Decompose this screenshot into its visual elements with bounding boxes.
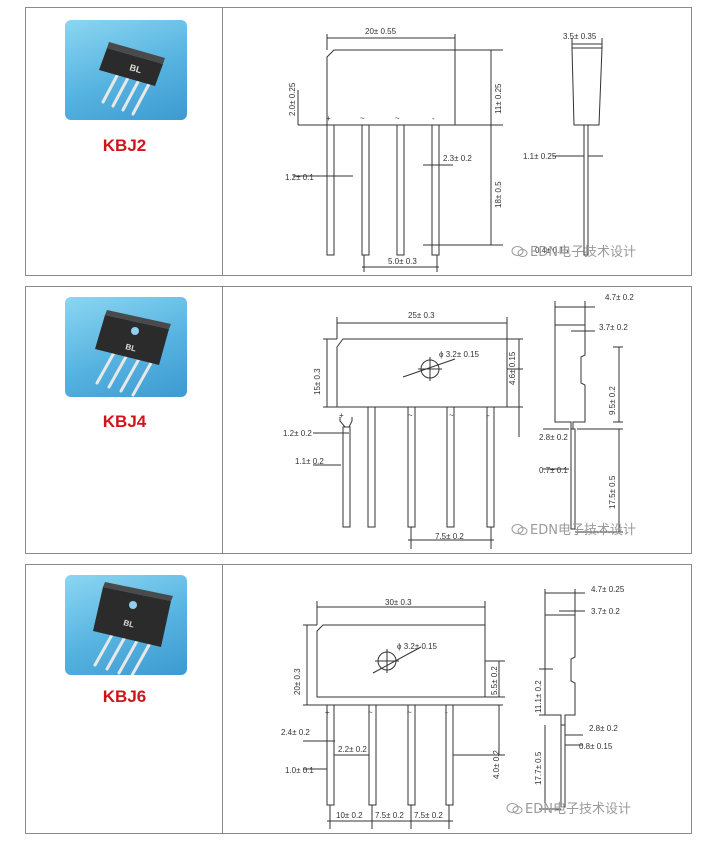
- dim-label: 2.8± 0.2: [539, 433, 568, 442]
- dim-label: 11.1± 0.2: [534, 680, 543, 713]
- dim-label: 30± 0.3: [385, 598, 412, 607]
- dim-label: 17.7± 0.5: [534, 751, 543, 785]
- dim-label: 11± 0.25: [494, 83, 503, 114]
- dim-label: 3.7± 0.2: [599, 323, 628, 332]
- dim-label: 20± 0.55: [365, 27, 397, 36]
- dim-label: ϕ 3.2± 0.15: [397, 642, 438, 651]
- wechat-icon: [511, 245, 528, 258]
- wechat-icon: [506, 802, 523, 815]
- kbj2-photo: BL: [65, 20, 187, 120]
- dim-label: 4.6± 0.15: [508, 351, 517, 385]
- package-panel-kbj6: BL KBJ6: [25, 564, 692, 834]
- dim-label: 18± 0.5: [494, 181, 503, 208]
- photo-cell: BL KBJ6: [26, 565, 223, 833]
- pin-label: ~: [360, 114, 365, 123]
- wechat-icon: [511, 523, 528, 536]
- dim-label: ϕ 3.2± 0.15: [439, 350, 480, 359]
- watermark: EDN电子技术设计: [511, 519, 636, 538]
- watermark-text: EDN电子技术设计: [530, 245, 636, 260]
- dim-label: 9.5± 0.2: [608, 386, 617, 415]
- dim-label: 0.7± 0.1: [539, 466, 568, 475]
- dim-label: 1.1± 0.25: [523, 152, 557, 161]
- kbj6-photo: BL: [65, 575, 187, 675]
- pin-label: ~: [407, 708, 412, 717]
- dim-label: 3.5± 0.35: [563, 32, 597, 41]
- dim-label: 7.5± 0.2: [375, 811, 404, 820]
- dimension-drawing-kbj6: + ~ ~ - 30± 0.3 4.7± 0.25 3.7± 0.2 ϕ 3.2…: [223, 565, 693, 840]
- pin-label: -: [445, 708, 448, 717]
- pin-label: ~: [449, 411, 454, 420]
- dim-label: 4.0± 0.2: [492, 750, 501, 779]
- dim-label: 7.5± 0.2: [414, 811, 443, 820]
- pin-label: +: [339, 411, 344, 420]
- dim-label: 1.2± 0.2: [283, 429, 312, 438]
- dim-label: 1.1± 0.2: [295, 457, 324, 466]
- dim-label: 1.0± 0.1: [285, 766, 314, 775]
- chip-marking: BL: [125, 342, 138, 353]
- dim-label: 10± 0.2: [336, 811, 363, 820]
- watermark: EDN电子技术设计: [511, 241, 636, 260]
- dim-label: 0.4± 0.15: [535, 246, 569, 255]
- watermark-text: EDN电子技术设计: [530, 523, 636, 538]
- pin-label: +: [325, 708, 330, 717]
- dim-label: 1.2± 0.1: [285, 173, 314, 182]
- dimension-drawing-kbj4: + ~ ~ - 25± 0.3 4.7± 0.2 3.7± 0.2 ϕ 3.2±…: [223, 287, 693, 560]
- model-label: KBJ6: [102, 687, 147, 706]
- dim-label: 17.5± 0.5: [608, 475, 617, 509]
- pin-label: ~: [408, 411, 413, 420]
- pin-label: ~: [395, 114, 400, 123]
- dim-label: 4.7± 0.25: [591, 585, 625, 594]
- chip-marking: BL: [128, 62, 143, 75]
- dim-label: 25± 0.3: [408, 311, 435, 320]
- dim-label: 2.4± 0.2: [281, 728, 310, 737]
- photo-cell: BL KBJ4: [26, 287, 223, 553]
- package-panel-kbj4: BL KBJ4: [25, 286, 692, 554]
- dim-label: 2.2± 0.2: [338, 745, 367, 754]
- pin-label: ~: [368, 708, 373, 717]
- package-panel-kbj2: BL KBJ2: [25, 7, 692, 276]
- model-label: KBJ4: [102, 412, 147, 431]
- dim-label: 7.5± 0.2: [435, 532, 464, 541]
- dim-label: 4.7± 0.2: [605, 293, 634, 302]
- chip-marking: BL: [123, 618, 136, 629]
- dim-label: 5.0± 0.3: [388, 257, 417, 266]
- pin-label: -: [487, 411, 490, 420]
- kbj4-photo: BL: [65, 297, 187, 397]
- pin-label: -: [432, 114, 435, 123]
- watermark-text: EDN电子技术设计: [525, 802, 631, 817]
- photo-cell: BL KBJ2: [26, 8, 223, 275]
- model-label: KBJ2: [102, 136, 147, 155]
- pin-label: +: [326, 114, 331, 123]
- dim-label: 15± 0.3: [313, 368, 322, 395]
- dimension-drawing-kbj2: + ~ ~ - 20± 0.55 3.5± 0.35 2.0± 0.25 11±…: [223, 8, 693, 282]
- dim-label: 3.7± 0.2: [591, 607, 620, 616]
- dim-label: 2.3± 0.2: [443, 154, 472, 163]
- dim-label: 2.8± 0.2: [589, 724, 618, 733]
- dim-label: 5.5± 0.2: [490, 666, 499, 695]
- watermark: EDN电子技术设计: [506, 798, 631, 817]
- dim-label: 0.8± 0.15: [579, 742, 613, 751]
- dim-label: 2.0± 0.25: [288, 82, 297, 116]
- dim-label: 20± 0.3: [293, 668, 302, 695]
